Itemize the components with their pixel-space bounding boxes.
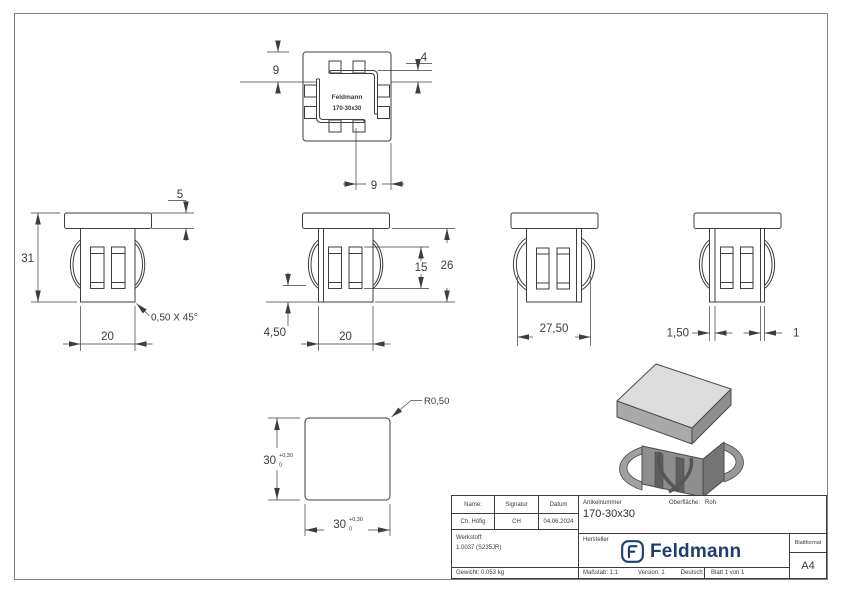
dim-label: 4,50	[264, 327, 286, 339]
blattformat-value: A4	[801, 559, 815, 572]
werkstoff-value: 1.0037 (S235JR)	[456, 545, 502, 551]
tolerance-upper: +0,30	[279, 453, 293, 459]
dim-label: 20	[339, 331, 352, 343]
datum-value: 04.06.2024	[543, 518, 574, 525]
hersteller-label: Hersteller	[583, 537, 609, 543]
dim-label: 26	[441, 260, 454, 272]
dim-label: 27,50	[540, 323, 569, 335]
signatur-label: Signatur	[505, 501, 528, 508]
isometric-view	[616, 363, 744, 498]
feldmann-logo-text: Feldmann	[650, 540, 742, 562]
cap-outline-top	[302, 51, 392, 142]
oberflaeche-value: Roh	[705, 500, 717, 506]
dim-label: 1	[793, 328, 799, 340]
drawing-frame	[14, 13, 828, 580]
blattformat-label: Blattformat	[794, 540, 822, 546]
dim-label: 9	[273, 65, 279, 77]
version-value: Version: 1	[638, 570, 665, 576]
dim-label: 15	[415, 262, 428, 274]
part-brand-label: Feldmann	[332, 94, 363, 101]
feldmann-logo: Feldmann	[621, 540, 741, 563]
name-value: Ch. Höfig	[460, 518, 486, 525]
dim-label: 30	[333, 519, 346, 531]
artikelnummer-label: Artikelnummer	[583, 500, 622, 506]
cap-flange	[64, 212, 152, 229]
chamfer-note: 0,50 X 45°	[151, 313, 198, 324]
gewicht-value: Gewicht: 0.053 kg	[456, 570, 505, 576]
tolerance-lower: 0	[349, 527, 352, 533]
tolerance-upper: +0,30	[349, 517, 363, 523]
signatur-value: CH	[512, 518, 521, 525]
massstab-value: Maßstab: 1:1	[583, 570, 619, 576]
side-view-4: 1,50 1	[667, 212, 799, 341]
side-view-3: 27,50	[510, 212, 599, 346]
name-label: Name:	[464, 501, 482, 508]
blatt-value: Blatt 1 von 1	[711, 570, 745, 576]
dim-label: 5	[177, 189, 183, 201]
dim-label: 20	[101, 331, 114, 343]
feldmann-logo-icon	[621, 540, 644, 563]
radius-note: R0,50	[424, 396, 449, 407]
title-block: Name: Signatur Datum Ch. Höfig CH 04.06.…	[451, 495, 827, 579]
section-square	[304, 417, 391, 501]
bottom-view: 30 +0,30 0 30 +0,30 0 R0,50	[253, 396, 449, 536]
dim-label: 30	[263, 455, 276, 467]
part-number-label: 170-30x30	[333, 106, 362, 112]
dim-label: 9	[371, 180, 377, 192]
sprache-value: Deutsch	[680, 570, 703, 576]
side-view-2: 4,50 20 15 26	[264, 212, 455, 351]
top-view: Feldmann 170-30x30 9 4 9	[240, 40, 432, 192]
dim-label: 1,50	[667, 328, 689, 340]
werkstoff-label: Werkstoff:	[456, 535, 483, 541]
artikelnummer-value: 170-30x30	[583, 508, 635, 520]
plug-body	[80, 228, 136, 303]
front-view: 5 31 20 0,50 X 45°	[21, 189, 198, 351]
tolerance-lower: 0	[279, 463, 282, 469]
datum-label: Datum	[549, 501, 568, 508]
title-block-left: Name: Signatur Datum Ch. Höfig CH 04.06.…	[452, 496, 579, 578]
title-block-right: Artikelnummer 170-30x30 Oberfläche: Roh …	[579, 496, 826, 578]
dim-label: 31	[21, 253, 34, 265]
dim-label: 4	[421, 52, 428, 64]
oberflaeche-label: Oberfläche:	[669, 500, 701, 506]
